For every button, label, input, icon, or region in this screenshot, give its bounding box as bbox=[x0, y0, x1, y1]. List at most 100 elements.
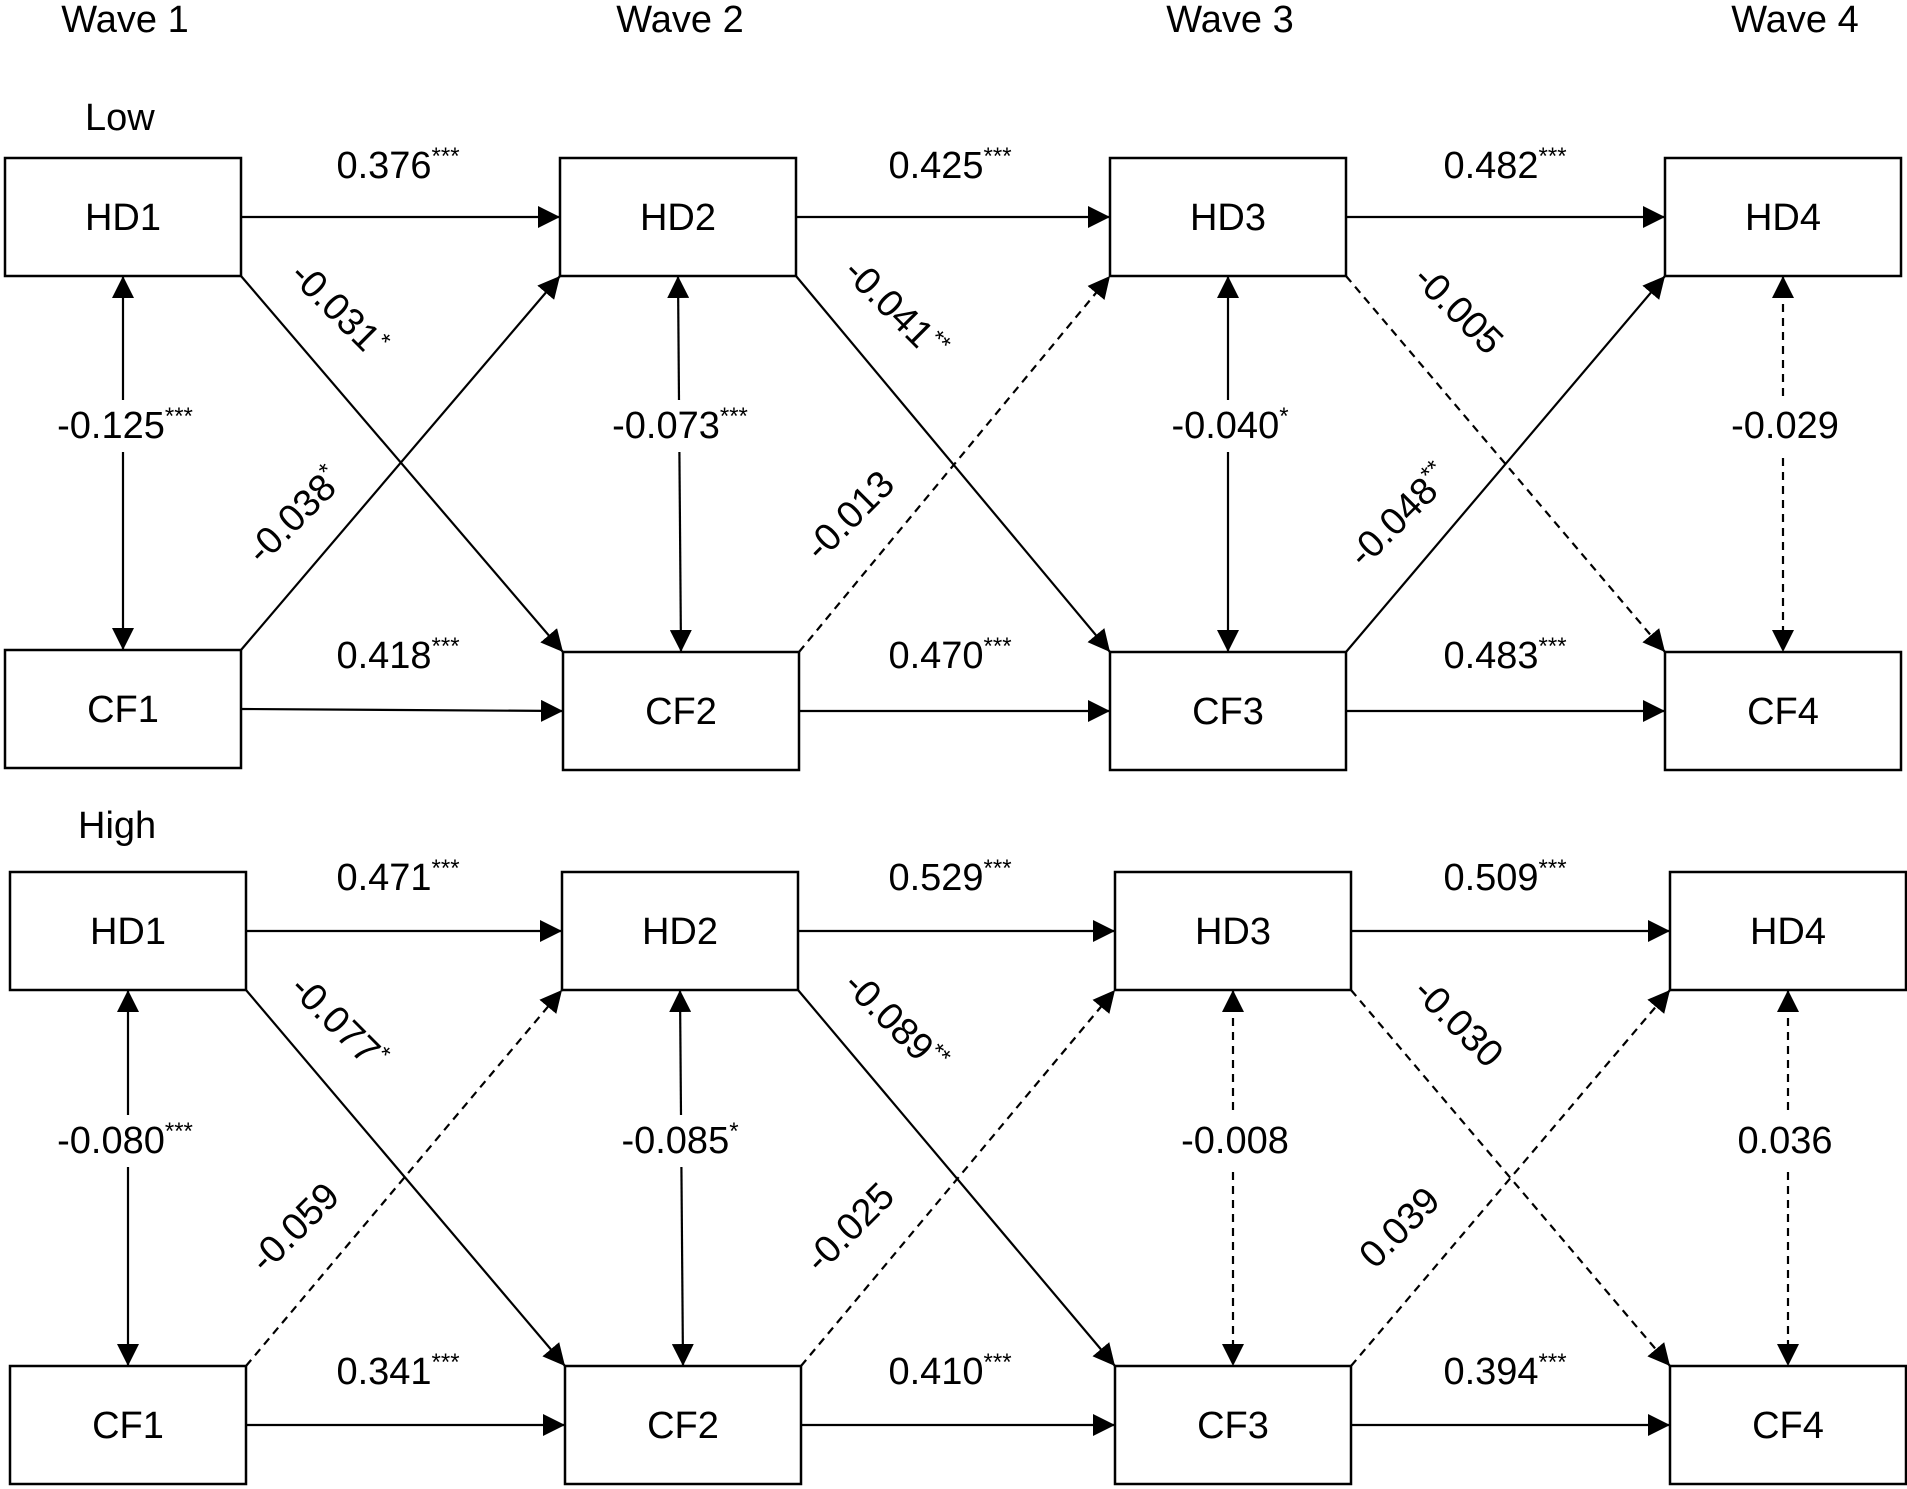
coefficient-value: -0.030 bbox=[1405, 970, 1511, 1076]
path-high-hd2-to-cf2 bbox=[669, 989, 694, 1367]
coefficient-low-hd3-cf4: -0.005 bbox=[1405, 257, 1511, 363]
coefficient-high-hd2-cf2: -0.085* bbox=[621, 1118, 738, 1162]
path-low-hd2-to-cf3 bbox=[795, 275, 1111, 653]
coefficient-value: -0.029 bbox=[1731, 405, 1839, 447]
path-high-hd3-to-cf4 bbox=[1350, 989, 1671, 1367]
label-background bbox=[602, 1115, 758, 1167]
path-low-cf1-to-cf2 bbox=[240, 699, 564, 722]
coefficient-high-cf2-cf3: 0.410*** bbox=[888, 1349, 1011, 1393]
node-high-hd1: HD1 bbox=[8, 870, 248, 992]
coefficient-value: -0.040 bbox=[1171, 405, 1279, 447]
coefficient-value: -0.041 bbox=[835, 250, 941, 356]
node-box bbox=[3, 156, 243, 278]
significance-stars: *** bbox=[1539, 633, 1567, 660]
coefficient-value: 0.483 bbox=[1443, 635, 1538, 677]
coefficient-low-cf1-cf2: 0.418*** bbox=[336, 633, 459, 677]
node-box bbox=[1663, 650, 1903, 772]
coefficient-value: 0.418 bbox=[336, 635, 431, 677]
node-label: CF4 bbox=[1752, 1405, 1824, 1447]
coefficient-high-cf3-cf4: 0.394*** bbox=[1443, 1349, 1566, 1393]
coefficient-low-hd2-hd3: 0.425*** bbox=[888, 143, 1011, 187]
panel-label-low: Low bbox=[85, 97, 155, 139]
node-high-cf3: CF3 bbox=[1113, 1364, 1353, 1486]
significance-stars: * bbox=[729, 1118, 738, 1145]
coefficient-value: -0.008 bbox=[1181, 1120, 1289, 1162]
path-high-cf1-to-hd2 bbox=[245, 989, 563, 1367]
label-background bbox=[602, 400, 758, 452]
significance-stars: *** bbox=[984, 1349, 1012, 1376]
coefficient-value: -0.048 bbox=[1340, 470, 1446, 576]
significance-stars: *** bbox=[165, 1118, 193, 1145]
significance-stars: *** bbox=[432, 1349, 460, 1376]
significance-stars: *** bbox=[1539, 1349, 1567, 1376]
coefficient-high-hd1-cf2: -0.077* bbox=[282, 965, 396, 1079]
node-label: HD1 bbox=[90, 911, 166, 953]
node-low-cf2: CF2 bbox=[561, 650, 801, 772]
coefficient-low-cf3-cf4: 0.483*** bbox=[1443, 633, 1566, 677]
label-background bbox=[47, 1115, 203, 1167]
node-low-hd4: HD4 bbox=[1663, 156, 1903, 278]
node-label: HD2 bbox=[640, 197, 716, 239]
node-box bbox=[560, 870, 800, 992]
node-box bbox=[3, 648, 243, 770]
significance-stars: *** bbox=[165, 403, 193, 430]
wave-headers: Wave 1 Wave 2 Wave 3 Wave 4 bbox=[61, 0, 1858, 41]
significance-stars: *** bbox=[1539, 855, 1567, 882]
coefficient-low-cf3-hd4: -0.048** bbox=[1339, 455, 1460, 576]
node-high-hd3: HD3 bbox=[1113, 870, 1353, 992]
coefficient-value: -0.085 bbox=[621, 1120, 729, 1162]
coefficient-low-hd3-cf3: -0.040* bbox=[1171, 403, 1288, 447]
node-box bbox=[1668, 870, 1907, 992]
path-high-hd2-to-cf3 bbox=[797, 989, 1116, 1367]
coefficient-low-hd2-cf3: -0.041** bbox=[835, 249, 956, 370]
label-background bbox=[1707, 400, 1863, 452]
coefficient-value: 0.341 bbox=[336, 1351, 431, 1393]
node-label: CF3 bbox=[1197, 1405, 1269, 1447]
node-label: HD4 bbox=[1745, 197, 1821, 239]
node-box bbox=[1113, 870, 1353, 992]
coefficient-value: 0.471 bbox=[336, 857, 431, 899]
coefficient-value: 0.376 bbox=[336, 145, 431, 187]
paths-layer bbox=[112, 206, 1799, 1436]
path-low-cf2-to-hd3 bbox=[798, 275, 1111, 653]
node-box bbox=[1108, 650, 1348, 772]
significance-stars: *** bbox=[984, 633, 1012, 660]
coefficient-value: 0.470 bbox=[888, 635, 983, 677]
significance-stars: *** bbox=[432, 855, 460, 882]
node-low-cf1: CF1 bbox=[3, 648, 243, 770]
node-box bbox=[1113, 1364, 1353, 1486]
path-low-hd1-to-cf2 bbox=[240, 275, 564, 653]
coefficient-high-hd3-cf4: -0.030 bbox=[1405, 970, 1511, 1076]
node-box bbox=[8, 870, 248, 992]
node-low-hd1: HD1 bbox=[3, 156, 243, 278]
wave-4-header: Wave 4 bbox=[1731, 0, 1858, 41]
label-background bbox=[47, 400, 203, 452]
wave-1-header: Wave 1 bbox=[61, 0, 188, 41]
coefficient-value: 0.039 bbox=[1352, 1180, 1449, 1277]
coefficient-low-cf2-hd3: -0.013 bbox=[797, 463, 903, 569]
node-box bbox=[1668, 1364, 1907, 1486]
node-high-cf1: CF1 bbox=[8, 1364, 248, 1486]
path-high-hd1-to-cf2 bbox=[245, 989, 566, 1367]
node-high-hd4: HD4 bbox=[1668, 870, 1907, 992]
significance-stars: *** bbox=[432, 143, 460, 170]
coefficient-high-hd4-cf4: 0.036 bbox=[1737, 1120, 1832, 1162]
node-low-cf4: CF4 bbox=[1663, 650, 1903, 772]
node-label: CF2 bbox=[647, 1405, 719, 1447]
wave-3-header: Wave 3 bbox=[1166, 0, 1293, 41]
coefficient-labels-layer: 0.376***0.425***0.482***0.418***0.470***… bbox=[47, 143, 1863, 1393]
node-label: CF3 bbox=[1192, 691, 1264, 733]
coefficient-value: 0.036 bbox=[1737, 1120, 1832, 1162]
coefficient-high-hd3-cf3: -0.008 bbox=[1181, 1120, 1289, 1162]
node-low-hd2: HD2 bbox=[558, 156, 798, 278]
significance-stars: *** bbox=[432, 633, 460, 660]
coefficient-low-cf1-hd2: -0.038* bbox=[237, 458, 351, 572]
node-label: CF4 bbox=[1747, 691, 1819, 733]
coefficient-high-hd2-cf3: -0.089** bbox=[835, 962, 956, 1083]
node-box bbox=[558, 156, 798, 278]
node-label: CF1 bbox=[87, 689, 159, 731]
coefficient-high-hd2-hd3: 0.529*** bbox=[888, 855, 1011, 899]
coefficient-high-cf3-hd4: 0.039 bbox=[1352, 1180, 1449, 1277]
